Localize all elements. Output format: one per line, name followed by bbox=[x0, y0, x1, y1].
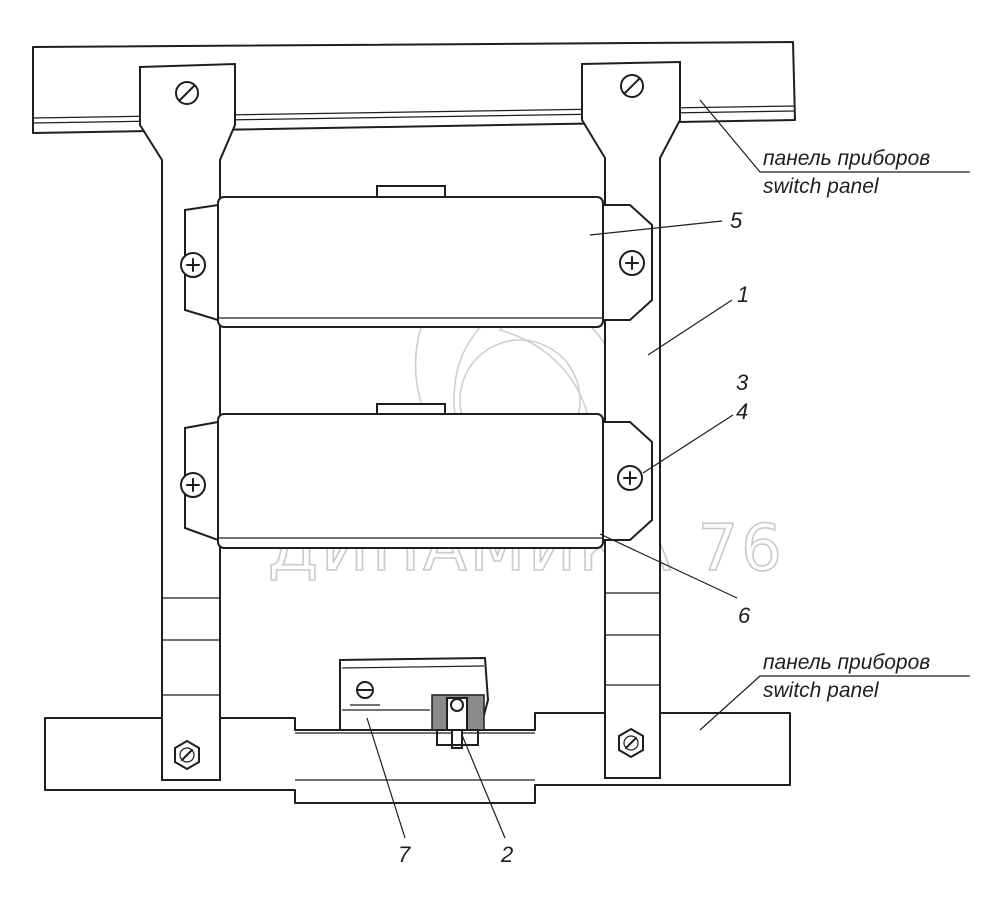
callout-4: 4 bbox=[736, 399, 748, 424]
lower-relay bbox=[184, 403, 653, 549]
screw-relay-upper-right bbox=[619, 250, 645, 276]
callout-7: 7 bbox=[398, 842, 411, 867]
leader-lines bbox=[366, 99, 970, 839]
bottom-panel-caption-en: switch panel bbox=[763, 679, 880, 702]
fastener bbox=[431, 694, 485, 749]
bolt-bottom-left bbox=[174, 739, 200, 771]
bottom-panel bbox=[44, 712, 791, 804]
callout-2: 2 bbox=[500, 842, 513, 867]
screw-relay-lower-left bbox=[180, 472, 206, 498]
upper-relay bbox=[184, 185, 653, 328]
callout-5: 5 bbox=[730, 208, 743, 233]
callout-1: 1 bbox=[737, 282, 749, 307]
top-panel-caption-ru: панель приборов bbox=[763, 147, 930, 170]
bolt-bottom-right bbox=[618, 727, 644, 759]
bottom-panel-caption-ru: панель приборов bbox=[763, 651, 930, 674]
screw-top-left bbox=[175, 81, 199, 105]
screw-relay-upper-left bbox=[180, 252, 206, 278]
callout-6: 6 bbox=[738, 603, 751, 628]
top-panel-caption-en: switch panel bbox=[763, 175, 880, 198]
screw-top-right bbox=[620, 74, 644, 98]
screw-relay-lower-right bbox=[617, 465, 643, 491]
callout-3: 3 bbox=[736, 370, 749, 395]
